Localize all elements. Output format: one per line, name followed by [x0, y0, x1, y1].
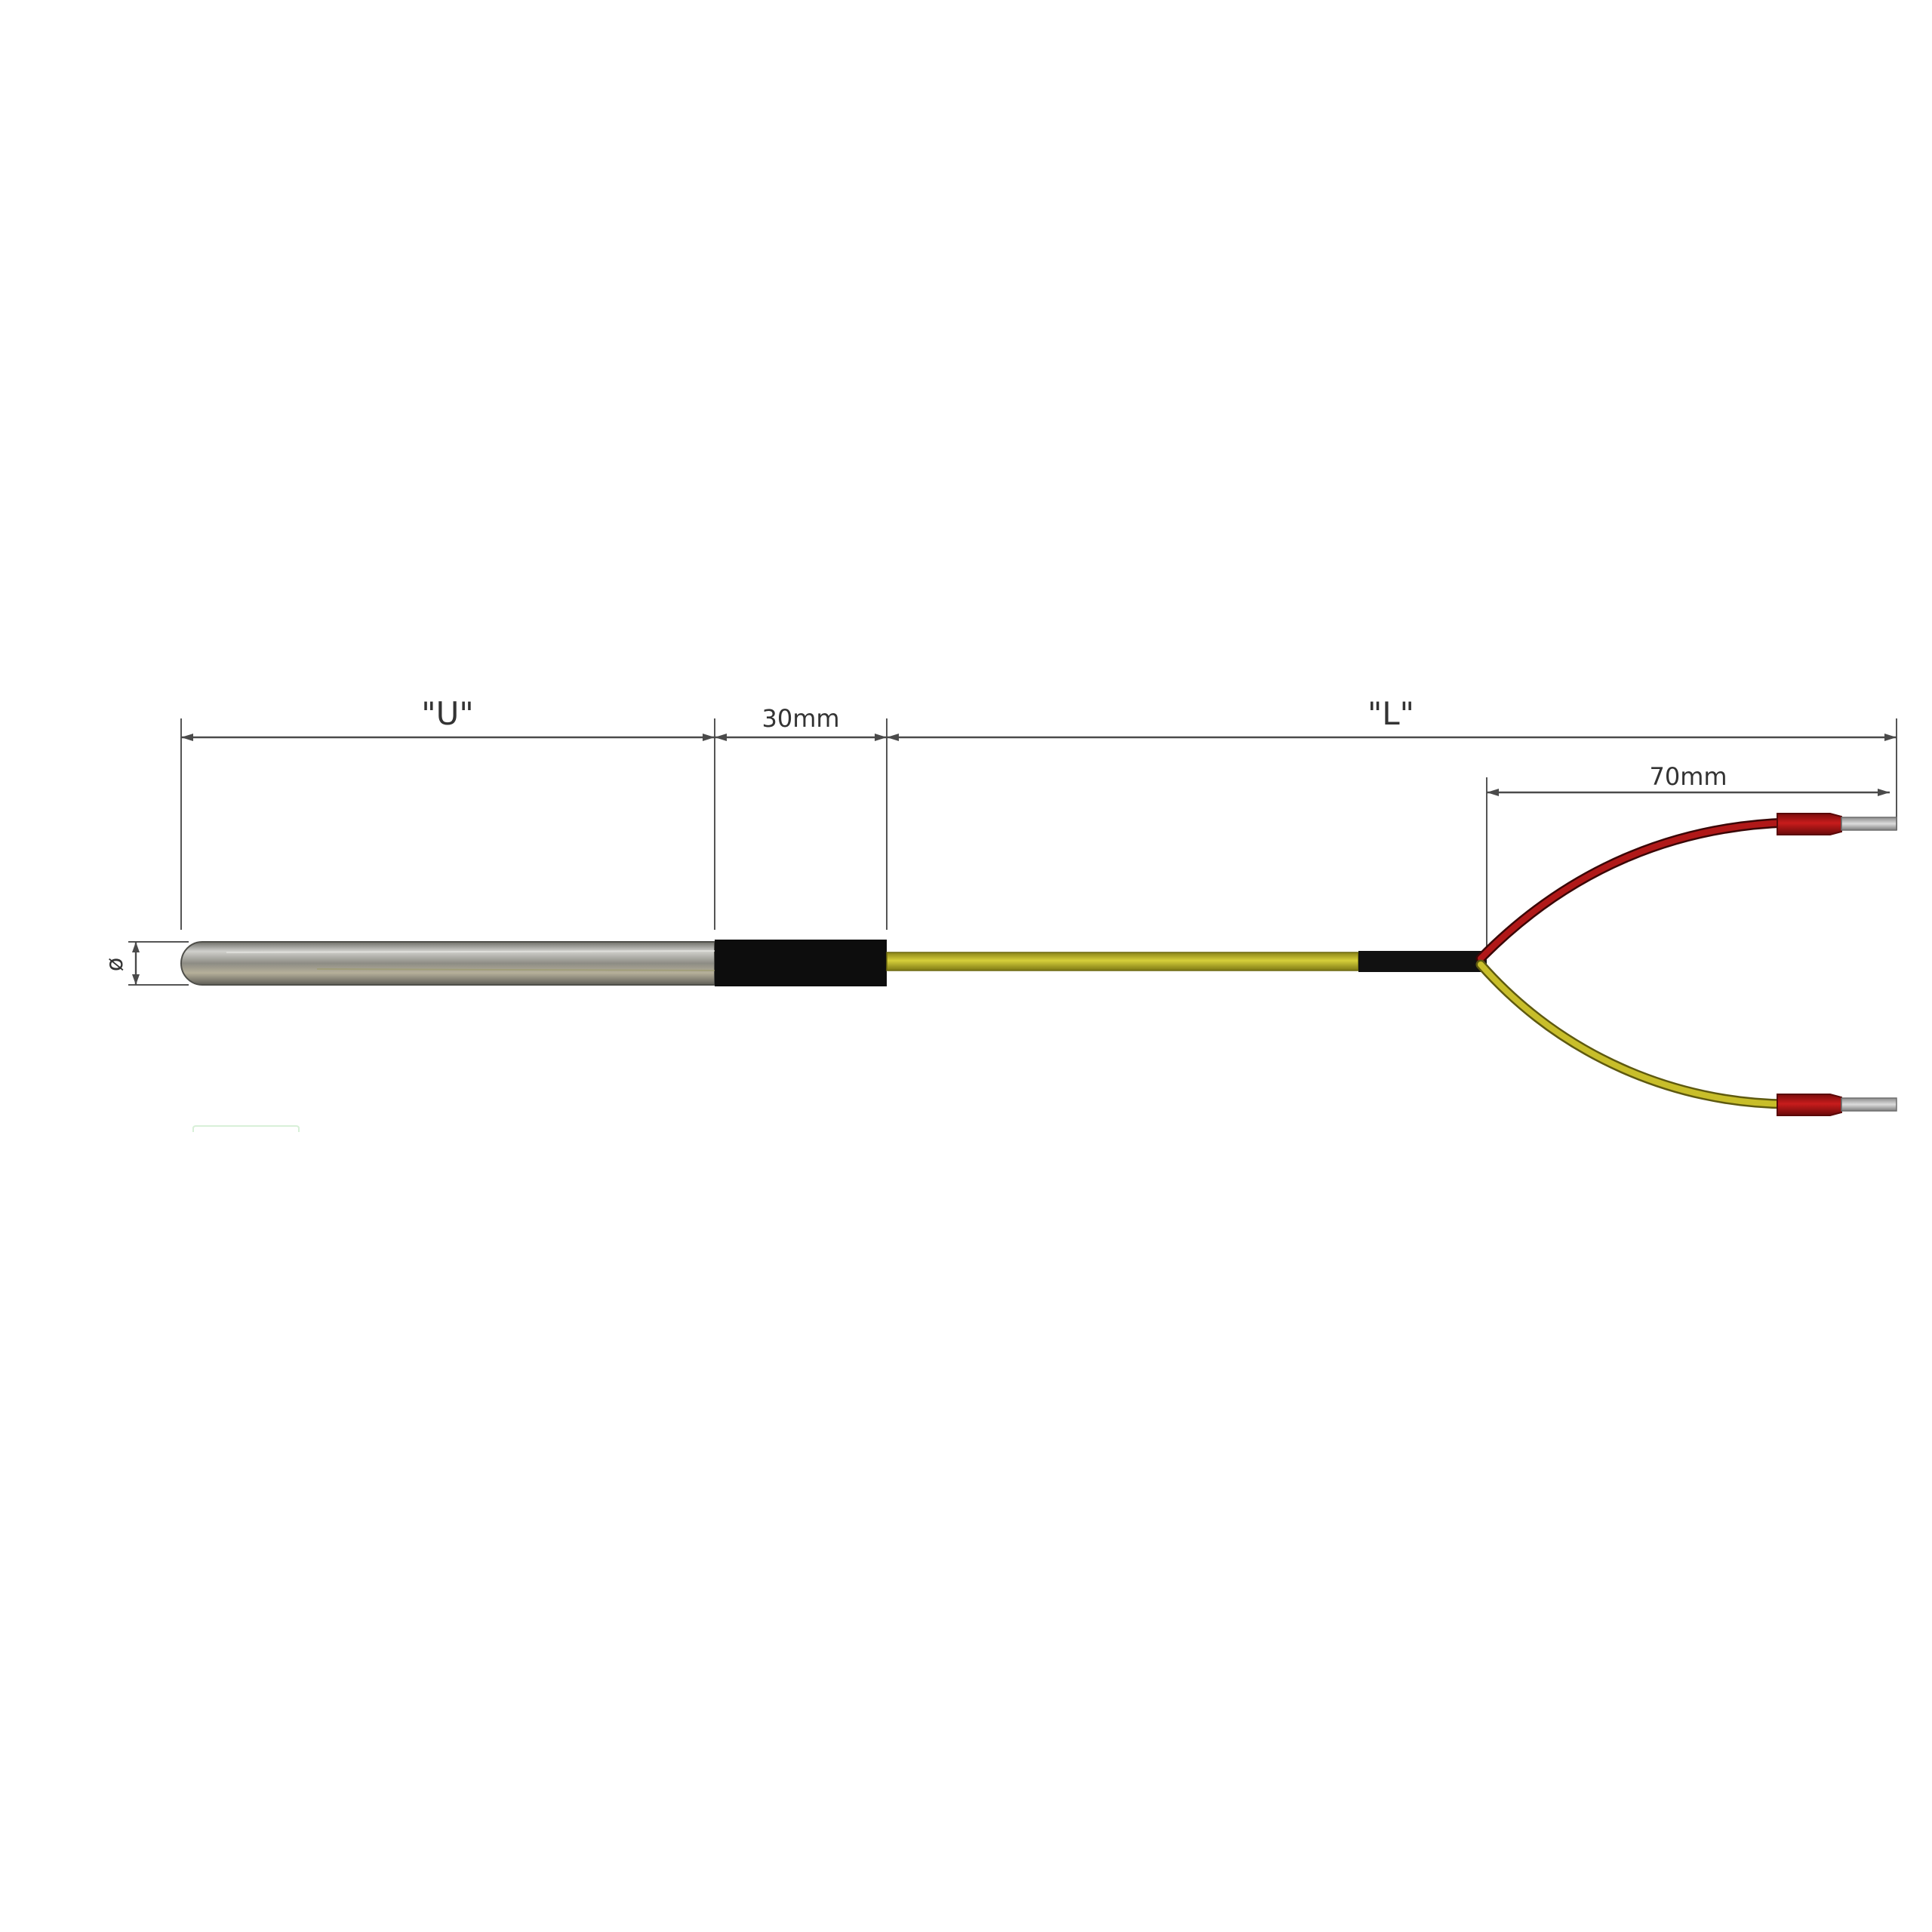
top-bare-wire — [1841, 817, 1897, 831]
bottom-ferrule — [1777, 1094, 1842, 1116]
probe-collar — [715, 940, 887, 986]
dimension-collar-label: 30mm — [761, 704, 839, 733]
dimension-diameter-label: ø — [102, 958, 128, 971]
dimension-l: "L" — [887, 695, 1897, 741]
probe-sheath — [180, 941, 715, 986]
top-terminal — [1777, 813, 1897, 835]
main-cable — [886, 952, 1359, 971]
top-ferrule — [1777, 813, 1842, 835]
extension-lines — [180, 718, 1897, 951]
bottom-bare-wire — [1841, 1097, 1897, 1112]
dimension-l-label: "L" — [1367, 695, 1414, 732]
red-wire — [1475, 817, 1792, 964]
dimension-collar: 30mm — [715, 704, 887, 741]
dimension-u-label: "U" — [421, 695, 473, 732]
dimension-lead: 70mm — [1487, 762, 1890, 796]
dimension-lead-label: 70mm — [1649, 762, 1727, 791]
dimension-u: "U" — [181, 695, 715, 741]
yellow-wire — [1475, 959, 1792, 1109]
bottom-terminal — [1777, 1094, 1897, 1116]
dimension-diameter: ø — [102, 941, 189, 986]
split-sleeve — [1358, 951, 1487, 972]
faint-artifact — [192, 1125, 300, 1132]
